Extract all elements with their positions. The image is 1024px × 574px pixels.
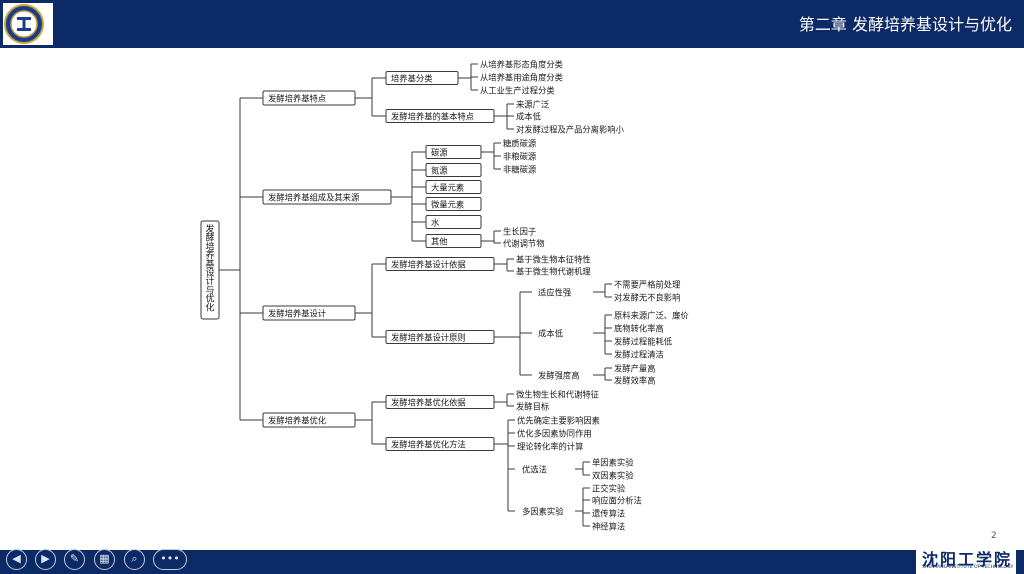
branch-3-label-box [262,412,356,428]
node-1-3-label: 微量元素 [431,200,464,210]
more-options-button[interactable]: ••• [153,549,187,570]
root-box [200,220,220,320]
leaf-item: 基于微生物代谢机理 [516,267,591,277]
node-0-1-label-box [385,109,495,123]
node-2-0-label-box [385,257,495,271]
branch-0-label-box [262,90,356,106]
leaf-item: 优先确定主要影响因素 [517,416,600,426]
arrow-left-icon: ◀ [12,552,21,565]
logo [3,3,53,45]
node-1-0-label: 碳源 [431,148,448,158]
leaf-item: 从培养基形态角度分类 [480,60,563,70]
leaf-item: 对发酵无不良影响 [614,293,680,303]
leaf-item: 发酵过程能耗低 [614,337,673,347]
zoom-button[interactable]: ⌕ [124,549,145,570]
footer-logo: 沈阳工学院 SHENYANG INSTITUTE OF TECHNOLOGY [916,546,1016,574]
leaf-item: 不需要严格前处理 [614,280,681,290]
previous-slide-button[interactable]: ◀ [6,549,27,570]
header-bar: 第二章 发酵培养基设计与优化 [0,0,1024,48]
pen-tool-button[interactable]: ✎ [64,549,85,570]
node-3-0-label-box [385,395,495,409]
page-number: 2 [991,531,997,541]
node-2-1-label-box [385,330,495,344]
leaf-item: 糖质碳源 [503,139,537,149]
leaf-item: 响应面分析法 [592,496,642,506]
more-icon: ••• [160,552,180,565]
arrow-right-icon: ▶ [41,552,50,565]
leaf-item: 对发酵过程及产品分离影响小 [516,125,625,135]
chapter-title: 第二章 发酵培养基设计与优化 [798,15,1012,34]
leaf-item: 遗传算法 [592,509,625,519]
group-label: 发酵强度高 [538,371,580,381]
footer-logo-subtext: SHENYANG INSTITUTE OF TECHNOLOGY [922,565,1014,570]
leaf-item: 发酵目标 [516,402,549,412]
node-1-3-label-box [425,197,482,211]
leaf-item: 优化多因素协同作用 [517,429,592,439]
leaf-item: 微生物生长和代谢特征 [516,390,599,400]
node-2-0-label: 发酵培养基设计依据 [391,260,466,270]
leaf-item: 生长因子 [503,227,536,237]
node-1-1-label: 氮源 [431,166,448,176]
node-0-1-label: 发酵培养基的基本特点 [391,112,474,122]
group-label: 优选法 [522,465,547,475]
leaf-item: 从培养基用途角度分类 [480,73,563,83]
branch-1-label-box [262,189,392,205]
leaf-item: 成本低 [516,112,542,122]
leaf-item: 代谢调节物 [503,239,545,249]
branch-2-label-box [262,305,356,321]
leaf-item: 来源广泛 [516,100,550,110]
leaf-item: 理论转化率的计算 [517,442,583,452]
slides-grid-icon: ▦ [99,552,110,565]
node-3-1-label: 发酵培养基优化方法 [391,440,466,450]
leaf-item: 发酵过程清洁 [614,350,664,360]
node-1-5-label: 其他 [431,237,448,247]
leaf-item: 原料来源广泛、廉价 [614,311,689,321]
node-3-1-label-box [385,437,495,451]
leaf-item: 底物转化率高 [614,324,664,334]
node-1-2-label: 大量元素 [431,183,464,193]
branch-2-label: 发酵培养基设计 [268,309,326,319]
group-label: 适应性强 [538,288,571,298]
node-1-0-label-box [425,145,482,159]
leaf-item: 正交实验 [592,484,626,494]
node-2-1-label: 发酵培养基设计原则 [391,333,466,343]
leaf-item: 发酵产量高 [614,364,656,374]
branch-1-label: 发酵培养基组成及其来源 [268,193,360,203]
leaf-item: 非糖碳源 [503,165,537,175]
group-label: 成本低 [538,329,564,339]
footer-logo-text: 沈阳工学院 [922,550,1013,569]
node-1-5-label-box [425,234,482,248]
node-0-0-label: 培养基分类 [391,74,433,84]
zoom-icon: ⌕ [131,552,138,565]
node-1-4-label: 水 [431,218,440,228]
leaf-item: 发酵效率高 [614,376,656,386]
root-label: 发酵培养基设计与优化 [205,223,214,313]
slide-overview-button[interactable]: ▦ [94,549,115,570]
leaf-item: 基于微生物本征特性 [516,255,591,265]
leaf-item: 单因素实验 [592,458,634,468]
leaf-item: 从工业生产过程分类 [480,86,555,96]
next-slide-button[interactable]: ▶ [35,549,56,570]
node-3-0-label: 发酵培养基优化依据 [391,398,466,408]
node-1-1-label-box [425,163,482,177]
branch-0-label: 发酵培养基特点 [268,94,326,104]
leaf-item: 神经算法 [592,522,625,532]
group-label: 多因素实验 [522,507,564,517]
node-1-4-label-box [425,215,482,229]
pen-icon: ✎ [69,552,80,565]
node-1-2-label-box [425,180,482,194]
node-0-0-label-box [385,71,459,85]
branch-3-label: 发酵培养基优化 [268,416,326,426]
leaf-item: 双因素实验 [592,471,634,481]
university-seal-icon [4,4,44,44]
leaf-item: 非粮碳源 [503,152,537,162]
